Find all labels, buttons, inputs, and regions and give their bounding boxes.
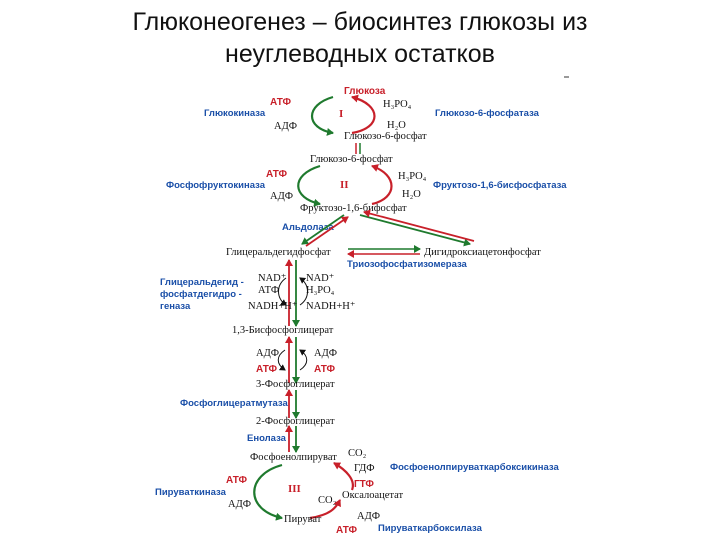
atp-ii: АТФ: [266, 169, 287, 180]
bypass-ii-label: II: [340, 179, 349, 191]
adp-pc: АДФ: [357, 511, 380, 522]
adp-i: АДФ: [274, 121, 297, 132]
gapdh-enzyme-line3: геназа: [160, 301, 191, 312]
pc-arc: [309, 499, 341, 520]
bypass-i-label: I: [339, 108, 343, 120]
atp-pc: АТФ: [336, 525, 357, 536]
fbpase-arc: [371, 164, 393, 206]
pg2-label: 2-Фосфоглицерат: [256, 416, 335, 427]
glucose-label: Глюкоза: [344, 86, 386, 97]
g6pase-arc: [351, 94, 376, 135]
f16bp-label: Фруктозо-1,6-бифосфат: [300, 203, 407, 214]
nad-left: NAD⁺: [258, 273, 287, 284]
pgm-enzyme: Фосфоглицератмутаза: [180, 398, 288, 409]
adp-ii: АДФ: [270, 191, 293, 202]
g6p-label-bottom: Глюкозо-6-фосфат: [310, 154, 393, 165]
pfk-arc: [297, 164, 321, 207]
dhap-label: Дигидроксиацетонфосфат: [424, 247, 541, 258]
enolase-enzyme: Енолаза: [247, 433, 287, 444]
pep-label: Фосфоенолпируват: [250, 452, 337, 463]
atp-pgk-left: АТФ: [256, 364, 277, 375]
co2-pepck: CO₂: [348, 448, 367, 459]
gapdh-enzyme-line1: Глицеральдегид -: [160, 277, 244, 288]
oxaloacetate-label: Оксалоацетат: [342, 490, 403, 501]
glucokinase-enzyme: Глюкокиназа: [204, 108, 266, 119]
pc-enzyme: Пируваткарбоксилаза: [378, 523, 483, 534]
fbpase-enzyme: Фруктозо-1,6-бисфосфатаза: [433, 180, 567, 191]
nad-right: NAD⁺: [306, 273, 335, 284]
adp-pk: АДФ: [228, 499, 251, 510]
adp-pgk-right: АДФ: [314, 348, 337, 359]
h3po4-ii: H₃PO₄: [398, 171, 427, 182]
nadh-left: NADH+H⁺: [248, 301, 298, 312]
pepck-enzyme: Фосфоенолпируваткарбоксикиназа: [390, 462, 559, 473]
glucokinase-arc: [311, 95, 334, 136]
pfk-enzyme: Фосфофруктокиназа: [166, 180, 266, 191]
gapdh-enzyme-line2: фосфатдегидро -: [160, 289, 242, 300]
h3po4-i: H₃PO₄: [383, 99, 412, 110]
aldolase-to-gap: [301, 214, 345, 245]
gapdh-cof-left: [278, 277, 287, 306]
g6p-label-top: Глюкозо-6-фосфат: [344, 131, 427, 142]
gap-to-f16bp: [305, 216, 349, 247]
co2-pc: CO₂: [318, 495, 337, 506]
atp-pgk-right: АТФ: [314, 364, 335, 375]
h3po4-gapdh: H₃PO₄: [306, 285, 335, 296]
slide-title: Глюконеогенез – биосинтез глюкозы из неу…: [0, 6, 720, 70]
title-line-2: неуглеводных остатков: [225, 40, 495, 68]
title-line-1: Глюконеогенез – биосинтез глюкозы из: [132, 8, 588, 36]
nadh-right: NADH+H⁺: [306, 301, 356, 312]
dhap-to-f16bp: [363, 209, 475, 242]
tpi-enzyme: Триозофосфатизомераза: [347, 259, 468, 270]
pepck-arc: [333, 462, 354, 491]
adp-pgk-left: АДФ: [256, 348, 279, 359]
pk-arc: [253, 463, 283, 521]
atp-pk: АТФ: [226, 475, 247, 486]
atp-i: АТФ: [270, 97, 291, 108]
atp-gapdh: АТФ: [258, 285, 279, 296]
gdp-label: ГДФ: [354, 463, 375, 474]
gap-label: Глицеральдегидфосфат: [226, 247, 331, 258]
g6pase-enzyme: Глюкозо-6-фосфатаза: [435, 108, 540, 119]
bypass-iii-label: III: [288, 483, 301, 495]
pgk-cof-right: [299, 349, 308, 371]
pk-enzyme: Пируваткиназа: [155, 487, 227, 498]
bpg13-label: 1,3-Бисфосфоглицерат: [232, 325, 334, 336]
aldolase-enzyme: Альдолаза: [282, 222, 334, 233]
aldolase-to-dhap: [359, 214, 471, 247]
h2o-ii: H₂O: [402, 189, 421, 200]
h2o-i: H₂O: [387, 120, 406, 131]
gapdh-cof-right: [299, 277, 308, 306]
gtp-label: ГТФ: [354, 479, 374, 490]
pg3-label: 3-Фосфоглицерат: [256, 379, 335, 390]
pgk-cof-left: [277, 349, 286, 371]
pyruvate-label: Пируват: [284, 514, 322, 525]
